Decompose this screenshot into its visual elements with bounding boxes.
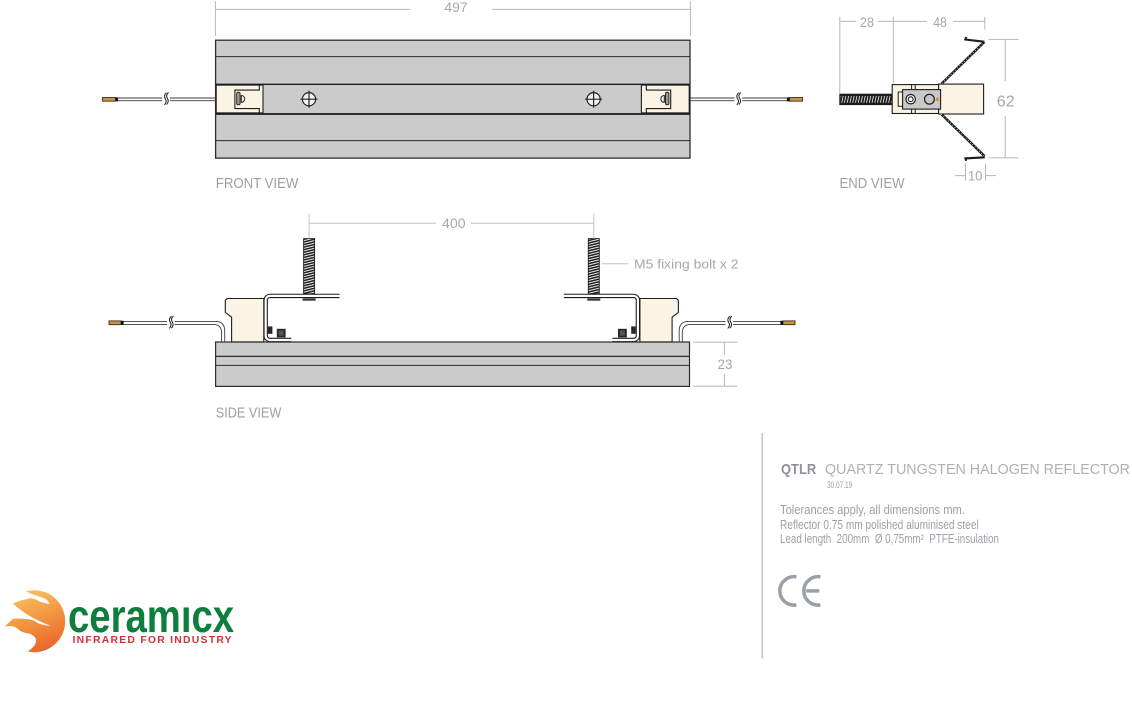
svg-text:62: 62 [997,94,1015,111]
svg-text:FRONT VIEW: FRONT VIEW [216,175,299,192]
svg-text:497: 497 [444,0,467,15]
svg-text:END VIEW: END VIEW [840,175,906,192]
svg-text:SIDE VIEW: SIDE VIEW [216,404,282,421]
svg-text:48: 48 [933,15,947,30]
svg-text:400: 400 [442,216,466,231]
svg-text:23: 23 [718,357,733,372]
svg-text:28: 28 [860,15,874,30]
svg-text:10: 10 [968,168,983,183]
svg-text:M5 fixing bolt x 2: M5 fixing bolt x 2 [634,256,739,271]
